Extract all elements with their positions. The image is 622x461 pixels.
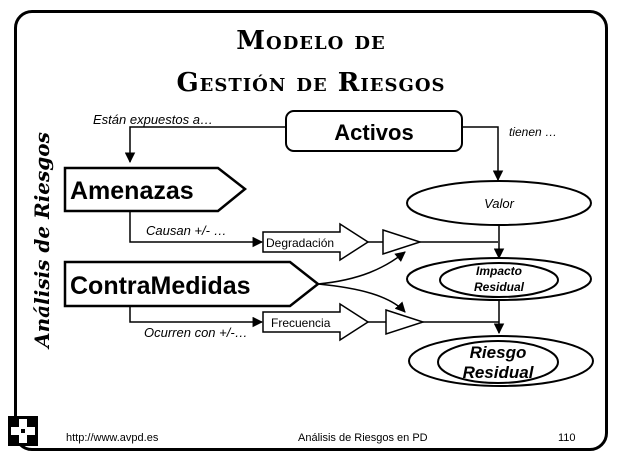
contramedidas-curve-down [317, 283, 406, 313]
title-line-1: Modelo de [236, 26, 386, 56]
degradacion-triangle [382, 228, 423, 256]
title-line-2: Gestión de Riesgos [176, 68, 446, 98]
tienen-label: tienen … [509, 125, 557, 139]
activos-label: Activos [334, 120, 413, 145]
page-number: 110 [558, 432, 576, 444]
arrow-activos-amenazas [124, 126, 286, 164]
degradacion-arrow [262, 222, 370, 262]
amenazas-shape [63, 166, 248, 213]
footer-url[interactable]: http://www.avpd.es [66, 432, 159, 444]
amenazas-connector [129, 211, 264, 248]
contramedidas-shape [63, 260, 321, 308]
riesgo-inner-ellipse [437, 340, 559, 384]
riesgo-label-2: Residual [463, 363, 535, 382]
contramedidas-curve-up [317, 251, 406, 285]
amenazas-label: Amenazas [70, 177, 194, 205]
causan-label: Causan +/- … [146, 223, 227, 238]
impacto-label-2: Residual [474, 280, 525, 294]
activos-box [285, 110, 463, 152]
degradacion-label: Degradación [266, 236, 334, 250]
footer-center-text: Análisis de Riesgos en PD [298, 432, 428, 444]
riesgo-label-1: Riesgo [470, 343, 527, 362]
page-title: Modelo de Gestión de Riesgos [0, 20, 622, 104]
frecuencia-arrow [262, 302, 370, 342]
impacto-label-1: Impacto [476, 264, 522, 278]
ocurren-label: Ocurren con +/-… [144, 325, 248, 340]
valor-label: Valor [484, 196, 515, 211]
estan-expuestos-label: Están expuestos a… [93, 112, 213, 127]
impacto-inner-ellipse [439, 262, 559, 298]
frecuencia-label: Frecuencia [271, 316, 331, 330]
contramedidas-label: ContraMedidas [70, 272, 251, 300]
avpd-logo-icon [8, 416, 38, 446]
frecuencia-connector [129, 306, 264, 328]
frecuencia-triangle [385, 308, 426, 336]
arrow-activos-valor [462, 126, 504, 182]
